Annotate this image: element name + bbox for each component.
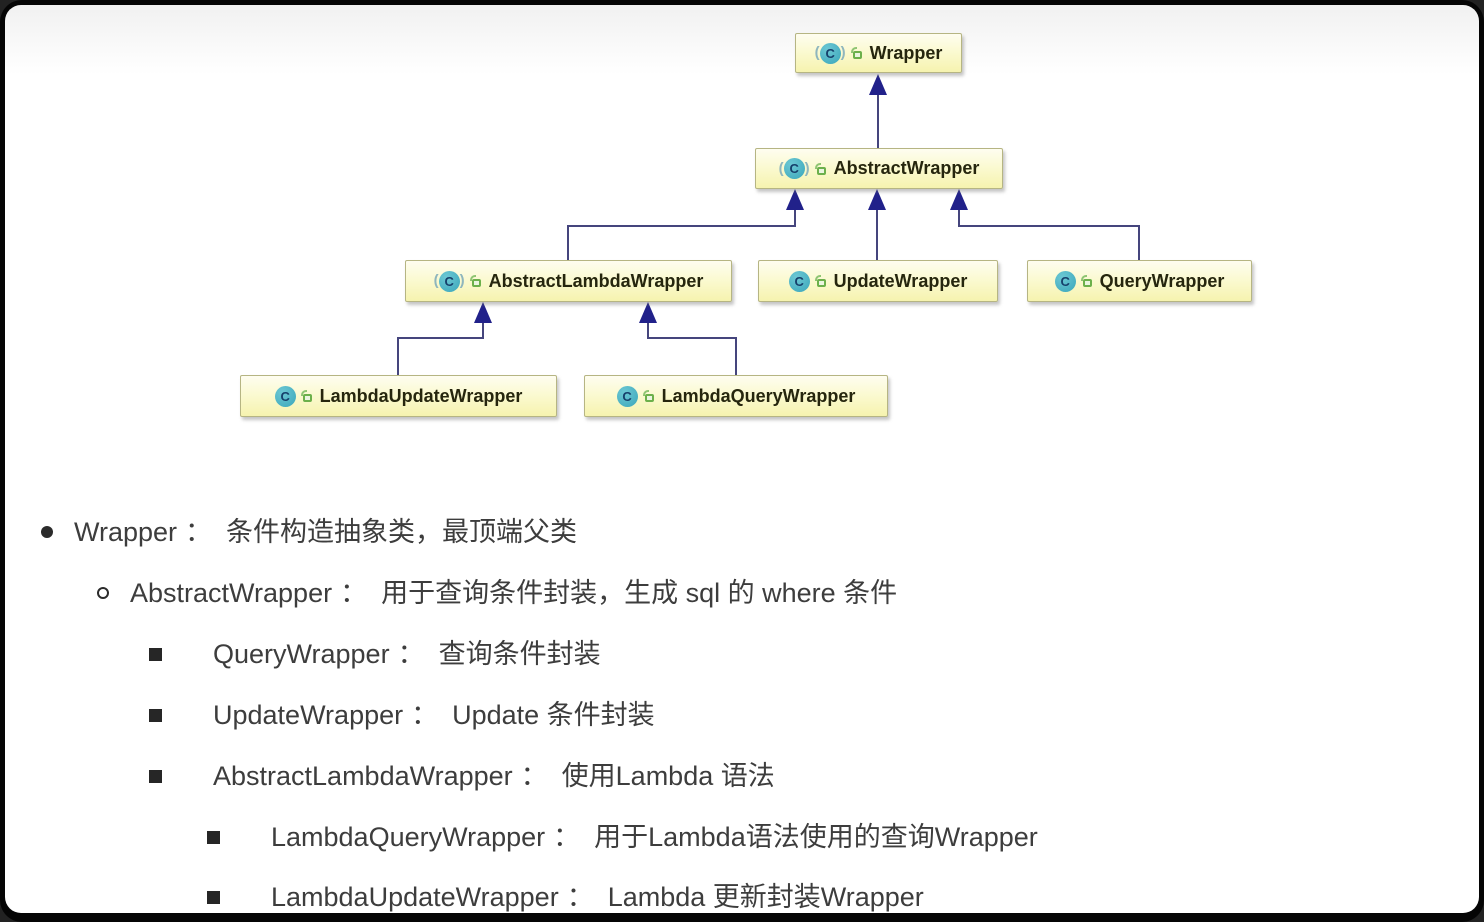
note-separator: ：: [411, 700, 439, 730]
key-icon: [642, 390, 655, 402]
note-term: AbstractWrapper: [130, 578, 333, 608]
note-desc: Update 条件封装: [452, 700, 655, 730]
class-node-label: LambdaQueryWrapper: [661, 385, 856, 406]
note-abstract-wrapper: AbstractWrapper ： 用于查询条件封装，生成 sql 的 wher…: [97, 571, 897, 615]
bullet-square-icon: [207, 830, 220, 844]
note-desc: 用于查询条件封装，生成 sql 的 where 条件: [381, 578, 898, 608]
abstract-class-icon: (C): [779, 158, 810, 179]
key-icon: [469, 275, 482, 287]
arrowhead-icon: [639, 302, 657, 323]
note-desc: 用于Lambda语法使用的查询Wrapper: [594, 822, 1038, 852]
arrowhead-icon: [950, 189, 968, 210]
class-node-update-wrapper: C UpdateWrapper: [758, 260, 998, 302]
class-node-label: QueryWrapper: [1099, 270, 1225, 291]
key-icon: [300, 390, 313, 402]
note-term: LambdaQueryWrapper: [271, 822, 546, 852]
arrowhead-icon: [868, 189, 886, 210]
class-node-query-wrapper: C QueryWrapper: [1027, 260, 1252, 302]
note-separator: ：: [340, 578, 368, 608]
note-separator: ：: [553, 822, 581, 852]
note-abstract-lambda-wrapper: AbstractLambdaWrapper ： 使用Lambda 语法: [149, 754, 775, 798]
class-icon: C: [274, 385, 296, 407]
bullet-square-icon: [207, 890, 220, 904]
key-icon: [850, 47, 863, 59]
uml-class-diagram: (C) Wrapper (C) AbstractWrapper (C): [5, 5, 1479, 445]
class-node-label: Wrapper: [869, 42, 943, 63]
class-node-label: AbstractWrapper: [833, 158, 980, 178]
note-desc: 条件构造抽象类，最顶端父类: [226, 517, 578, 547]
bullet-square-icon: [149, 769, 162, 783]
inheritance-lines: [397, 93, 1140, 375]
note-term: Wrapper: [74, 517, 178, 547]
inheritance-arrowheads: [474, 74, 968, 323]
key-icon: [814, 275, 827, 287]
bullet-circle-icon: [97, 587, 109, 599]
key-icon: [1080, 275, 1093, 287]
note-lambda-update-wrapper: LambdaUpdateWrapper ： Lambda 更新封装Wrapper: [207, 875, 924, 913]
abstract-class-icon: (C): [815, 42, 846, 64]
class-node-abstract-lambda-wrapper: (C) AbstractLambdaWrapper: [405, 260, 732, 302]
inheritance-line: [647, 321, 737, 375]
note-separator: ：: [185, 517, 213, 547]
note-lambda-query-wrapper: LambdaQueryWrapper ： 用于Lambda语法使用的查询Wrap…: [207, 815, 1038, 859]
note-update-wrapper: UpdateWrapper ： Update 条件封装: [149, 693, 655, 737]
inheritance-connectors: [397, 74, 1140, 375]
inheritance-line: [958, 209, 1140, 260]
class-node-lambda-update-wrapper: C LambdaUpdateWrapper: [240, 375, 557, 417]
class-node-lambda-query-wrapper: C LambdaQueryWrapper: [584, 375, 888, 417]
class-node-label: UpdateWrapper: [833, 270, 968, 291]
page-background: (C) Wrapper (C) AbstractWrapper (C): [5, 5, 1479, 913]
note-wrapper: Wrapper ： 条件构造抽象类，最顶端父类: [41, 510, 577, 554]
inheritance-line: [397, 321, 484, 375]
note-desc: 使用Lambda 语法: [561, 761, 775, 791]
note-term: UpdateWrapper: [213, 700, 404, 730]
class-icon: C: [1054, 270, 1076, 292]
bullet-square-icon: [149, 647, 162, 661]
class-node-wrapper: (C) Wrapper: [795, 33, 962, 73]
abstract-class-icon: (C): [434, 270, 465, 292]
arrowhead-icon: [786, 189, 804, 210]
note-term: LambdaUpdateWrapper: [271, 882, 559, 912]
note-separator: ：: [397, 639, 425, 669]
class-icon: C: [788, 270, 810, 292]
note-desc: 查询条件封装: [438, 639, 601, 669]
bullet-dot-icon: [41, 526, 53, 538]
inheritance-line: [567, 209, 796, 260]
note-term: QueryWrapper: [213, 639, 390, 669]
key-icon: [814, 162, 827, 175]
class-node-label: LambdaUpdateWrapper: [319, 385, 523, 406]
note-separator: ：: [566, 882, 594, 912]
bullet-square-icon: [149, 708, 162, 722]
class-node-abstract-wrapper: (C) AbstractWrapper: [755, 148, 1003, 189]
arrowhead-icon: [474, 302, 492, 323]
class-icon: C: [616, 385, 638, 407]
note-separator: ：: [520, 761, 548, 791]
arrowhead-icon: [869, 74, 887, 95]
class-node-label: AbstractLambdaWrapper: [488, 270, 704, 291]
note-term: AbstractLambdaWrapper: [213, 761, 513, 791]
note-desc: Lambda 更新封装Wrapper: [607, 882, 924, 912]
note-query-wrapper: QueryWrapper ： 查询条件封装: [149, 632, 601, 676]
